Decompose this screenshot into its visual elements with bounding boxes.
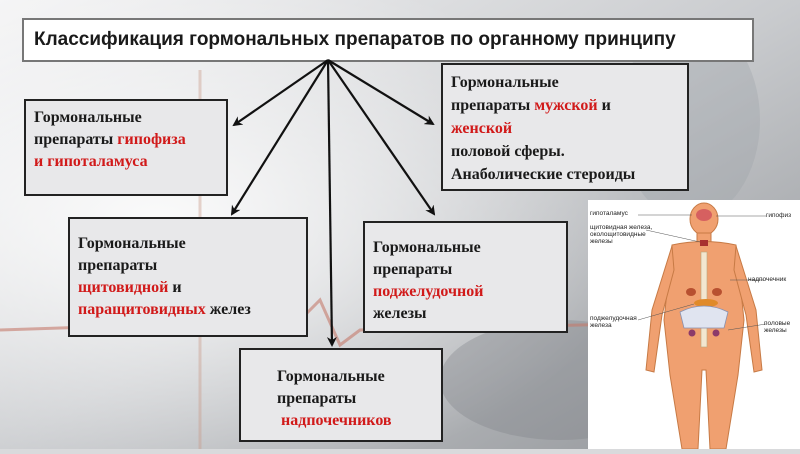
thyroid-icon	[700, 240, 708, 246]
node-thyroid: Гормональные препараты щитовидной и пара…	[68, 217, 308, 337]
node-line: Гормональные	[373, 239, 481, 256]
node-highlight: женской	[451, 120, 513, 137]
label-gonads: половые	[764, 320, 791, 327]
label-thyroid-2: околощитовидные	[590, 231, 646, 238]
gonad-right-icon	[712, 329, 720, 337]
label-thyroid: щитовидная железа,	[590, 224, 653, 231]
label-pituitary: гипофиз	[766, 212, 792, 219]
label-adrenal: надпочечник	[748, 276, 787, 283]
gonad-left-icon	[688, 329, 696, 337]
pelvis-icon	[679, 305, 729, 329]
node-text: препараты	[34, 131, 118, 148]
node-text: и	[168, 279, 182, 296]
node-line: Гормональные	[277, 368, 385, 385]
label-gonads-2: железы	[764, 327, 787, 334]
human-body-figure	[637, 202, 767, 450]
node-line: препараты	[78, 257, 158, 274]
node-highlight: паращитовидных	[78, 301, 206, 318]
anatomy-illustration: гипоталамус гипофиз щитовидная железа, о…	[588, 200, 800, 450]
node-line: Анаболические стероиды	[451, 166, 636, 183]
diagram-title-text: Классификация гормональных препаратов по…	[34, 29, 676, 50]
node-text: желез	[205, 301, 251, 318]
node-highlight: надпочечников	[281, 412, 392, 429]
node-highlight: мужской	[534, 97, 598, 114]
node-highlight: и гипоталамуса	[34, 153, 148, 170]
node-line: препараты гипофиза	[34, 129, 218, 151]
diagram-title: Классификация гормональных препаратов по…	[22, 18, 754, 62]
node-line: паращитовидных желез	[78, 299, 298, 321]
adrenal-right-icon	[712, 288, 722, 296]
node-line: Гормональные	[34, 109, 142, 126]
node-line: препараты мужской и	[451, 94, 679, 117]
node-highlight: щитовидной	[78, 279, 169, 296]
node-highlight: поджелудочной	[373, 283, 484, 300]
node-text: и	[597, 97, 611, 114]
label-pancreas-2: железа	[590, 322, 612, 329]
node-sexual-sphere: Гормональные препараты мужской и женской…	[441, 63, 689, 191]
node-line: щитовидной и	[78, 277, 298, 299]
node-line: препараты	[373, 261, 453, 278]
node-line: половой сферы.	[451, 143, 565, 160]
node-line: препараты	[277, 390, 357, 407]
label-pancreas: поджелудочная	[590, 315, 637, 322]
node-line: Гормональные	[451, 74, 559, 91]
node-text: препараты	[451, 97, 535, 114]
pancreas-icon	[694, 299, 718, 307]
label-hypothalamus: гипоталамус	[590, 210, 628, 217]
brain-icon	[696, 209, 712, 221]
node-line: железы	[373, 305, 427, 322]
node-line: Гормональные	[78, 235, 186, 252]
adrenal-left-icon	[686, 288, 696, 296]
node-adrenal: Гормональные препараты надпочечников	[239, 348, 443, 442]
node-highlight: гипофиза	[117, 131, 186, 148]
label-thyroid-3: железы	[590, 238, 613, 245]
node-pancreas: Гормональные препараты поджелудочной жел…	[363, 221, 568, 333]
node-pituitary-hypothalamus: Гормональные препараты гипофиза и гипота…	[24, 99, 228, 196]
